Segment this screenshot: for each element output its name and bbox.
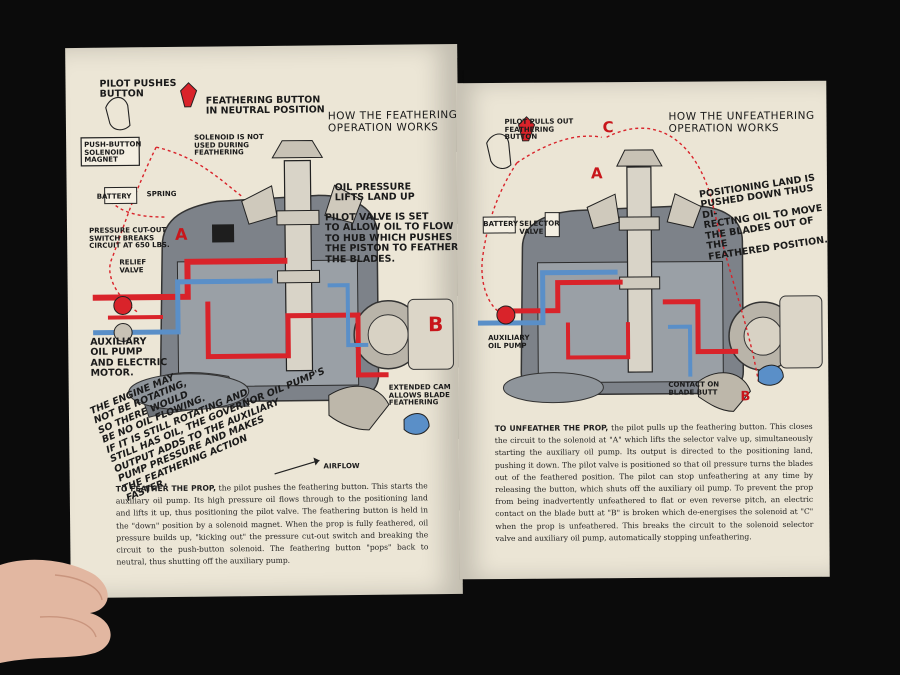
label-battery-right: BATTERY (483, 219, 519, 229)
label-contact: CONTACT ON BLADE BUTT (668, 380, 720, 397)
left-body-text: the pilot pushes the feathering button. … (115, 481, 429, 567)
left-body-paragraph: TO FEATHER THE PROP, the pilot pushes th… (116, 480, 429, 569)
label-pilot-pulls: PILOT PULLS OUT FEATHERING BUTTON (504, 117, 574, 142)
label-battery-left: BATTERY (96, 192, 132, 201)
marker-b-left: B (427, 312, 444, 337)
label-pilot-pushes: PILOT PUSHES BUTTON (99, 77, 177, 101)
left-page-title: HOW THE FEATHERING OPERATION WORKS (327, 108, 458, 134)
label-aux-pump-left: AUXILIARY OIL PUMP AND ELECTRIC MOTOR. (90, 336, 168, 380)
right-page-title: HOW THE UNFEATHERING OPERATION WORKS (668, 109, 815, 135)
marker-a-left: A (174, 224, 188, 244)
label-pilot-valve: PILOT VALVE IS SET TO ALLOW OIL TO FLOW … (324, 211, 459, 266)
feathering-diagram (80, 82, 454, 475)
right-body-lead: TO UNFEATHER THE PROP, (494, 423, 609, 434)
label-feathering-button: FEATHERING BUTTON IN NEUTRAL POSITION (205, 94, 325, 118)
marker-b-right: B (740, 389, 751, 405)
label-selector-valve: SELECTOR VALVE (519, 219, 560, 236)
label-spring: SPRING (146, 189, 177, 199)
right-body-paragraph: TO UNFEATHER THE PROP, the pilot pulls u… (495, 421, 814, 545)
label-aux-pump-right: AUXILIARY OIL PUMP (488, 333, 530, 350)
unfeathering-diagram (477, 116, 823, 412)
right-page: PILOT PULLS OUT FEATHERING BUTTON HOW TH… (456, 80, 830, 580)
right-body-text: the pilot pulls up the feathering button… (494, 421, 814, 543)
label-relief-valve: RELIEF VALVE (119, 258, 147, 275)
label-extended-cam: EXTENDED CAM ALLOWS BLADE FEATHERING (388, 383, 451, 408)
marker-a-right: A (590, 164, 603, 183)
left-body-lead: TO FEATHER THE PROP, (115, 483, 217, 494)
label-pressure-cutout: PRESSURE CUT-OUT SWITCH BREAKS CIRCUIT A… (89, 226, 170, 251)
label-solenoid: SOLENOID IS NOT USED DURING FEATHERING (194, 132, 264, 158)
marker-c-right: C (602, 118, 614, 137)
hand-holding-booklet (0, 559, 111, 663)
label-push-button: PUSH-BUTTON SOLENOID MAGNET (84, 140, 142, 165)
label-oil-pressure: OIL PRESSURE LIFTS LAND UP (334, 181, 415, 204)
left-page: PILOT PUSHES BUTTON FEATHERING BUTTON IN… (65, 43, 463, 599)
label-airflow: AIRFLOW (323, 462, 360, 471)
